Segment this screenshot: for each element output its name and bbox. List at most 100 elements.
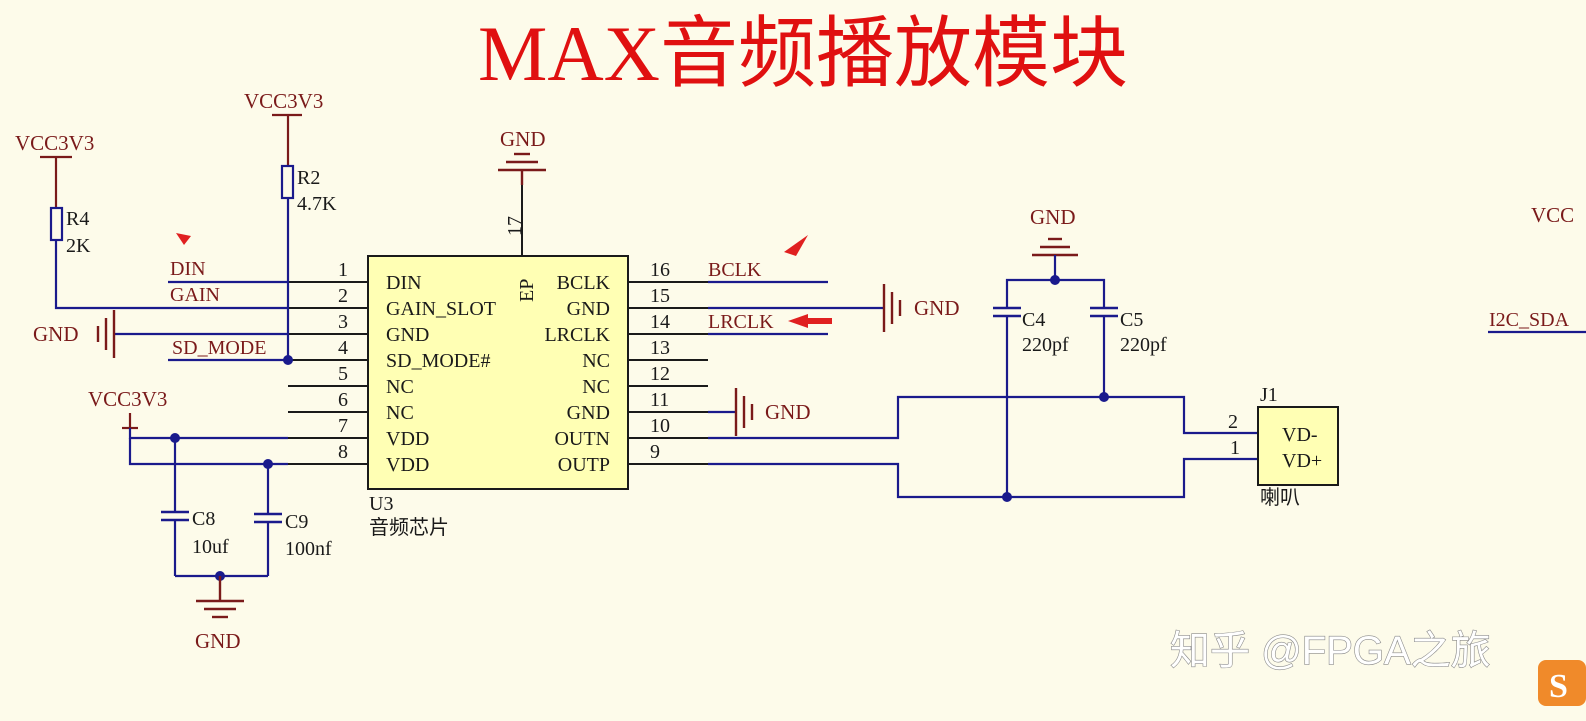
u3-designator: U3 (369, 493, 393, 515)
pin-10-number: 10 (650, 415, 670, 437)
pin-9-number: 9 (650, 441, 660, 463)
u3-chip-body (367, 255, 629, 490)
pin-15-number: 15 (650, 285, 670, 307)
gnd-label-pin3: GND (33, 322, 79, 346)
pin-9-name: OUTP (558, 454, 610, 476)
c4-ref: C4 (1022, 309, 1045, 331)
u3-right-pin-lines (628, 281, 708, 465)
c8-value: 10uf (192, 536, 229, 558)
net-label-bclk: BCLK (708, 259, 762, 281)
pin-16-number: 16 (650, 259, 670, 281)
j1-pin-vd-minus: VD- (1282, 424, 1318, 446)
capacitor-c9 (254, 512, 282, 524)
u3-left-pin-lines (288, 281, 368, 465)
net-label-i2c-sda: I2C_SDA (1489, 309, 1570, 331)
pin-11-name: GND (567, 402, 610, 424)
gnd-symbol-c4c5 (1032, 237, 1078, 257)
pin-16-name: BCLK (557, 272, 611, 294)
gnd-symbol-pin15 (882, 284, 902, 332)
arrow-marker-din (176, 233, 191, 245)
gnd-label-pin15: GND (914, 296, 960, 320)
r4-ref: R4 (66, 208, 89, 230)
gnd-symbol-caps (196, 576, 244, 619)
wire-r4-to-gain (54, 240, 288, 310)
u3-chip-name: 音频芯片 (369, 516, 449, 539)
speaker-j1-body (1257, 406, 1339, 486)
pin-1-name: DIN (386, 272, 422, 294)
j1-name: 喇叭 (1260, 486, 1300, 509)
watermark-logo-icon (1538, 660, 1586, 706)
pin-13-number: 13 (650, 337, 670, 359)
pin-4-number: 4 (338, 337, 348, 359)
pin-7-number: 7 (338, 415, 348, 437)
gnd-symbol-pin3 (96, 310, 116, 358)
capacitor-c5 (1090, 306, 1118, 318)
pin-14-number: 14 (650, 311, 670, 333)
pin-ep-name: EP (516, 279, 538, 302)
wire-outn (708, 395, 1258, 440)
c4-value: 220pf (1022, 334, 1069, 356)
pin-4-name: SD_MODE# (386, 350, 490, 372)
c5-value: 220pf (1120, 334, 1167, 356)
c9-value: 100nf (285, 538, 332, 560)
pin-13-name: NC (582, 350, 610, 372)
net-label-lrclk: LRCLK (708, 311, 774, 333)
j1-ref: J1 (1260, 384, 1278, 406)
capacitor-c8 (161, 510, 189, 522)
pin-7-name: VDD (386, 428, 429, 450)
pin-8-number: 8 (338, 441, 348, 463)
gnd-symbol-pin11 (734, 388, 754, 436)
junction-c5-outn (1099, 392, 1109, 402)
wire-vdd-pin7 (128, 428, 288, 440)
resistor-r2 (280, 164, 295, 200)
pin-6-number: 6 (338, 389, 348, 411)
c8-ref: C8 (192, 508, 215, 530)
gnd-label-c4c5: GND (1030, 205, 1076, 229)
r4-value: 2K (66, 235, 91, 257)
schematic-title: MAX音频播放模块 (478, 10, 1128, 97)
pin-6-name: NC (386, 402, 414, 424)
pin-5-name: NC (386, 376, 414, 398)
j1-pin-vd-plus: VD+ (1282, 450, 1322, 472)
resistor-r4 (49, 206, 64, 242)
watermark-text: 知乎 @FPGA之旅 (1170, 629, 1491, 673)
net-label-gain: GAIN (170, 284, 220, 306)
junction-c4c5-top (1050, 275, 1060, 285)
junction-c4-outp (1002, 492, 1012, 502)
pin-15-name: GND (567, 298, 610, 320)
pin-5-number: 5 (338, 363, 348, 385)
pin-11-number: 11 (650, 389, 669, 411)
gnd-symbol-ep (498, 152, 546, 185)
capacitor-c4 (993, 306, 1021, 318)
pin-8-name: VDD (386, 454, 429, 476)
net-label-sd-mode: SD_MODE (172, 337, 266, 359)
vcc-label-r4: VCC3V3 (15, 131, 94, 155)
r2-value: 4.7K (297, 193, 337, 215)
pin-2-number: 2 (338, 285, 348, 307)
pin-17-number: 17 (504, 216, 526, 236)
vcc-label-r2: VCC3V3 (244, 89, 323, 113)
r2-ref: R2 (297, 167, 320, 189)
vcc-label-vdd: VCC3V3 (88, 387, 167, 411)
net-label-din: DIN (170, 258, 206, 280)
pin-12-name: NC (582, 376, 610, 398)
pin-10-name: OUTN (554, 428, 610, 450)
gnd-label-pin11: GND (765, 400, 811, 424)
watermark-logo-glyph: S (1549, 668, 1568, 705)
c9-ref: C9 (285, 511, 308, 533)
pin-3-name: GND (386, 324, 429, 346)
pin-14-name: LRCLK (544, 324, 610, 346)
wire-vdd-pin8 (128, 438, 288, 466)
pin-12-number: 12 (650, 363, 670, 385)
arrow-marker-lrclk (788, 314, 832, 328)
gnd-label-ep: GND (500, 127, 546, 151)
arrow-marker-bclk (784, 235, 808, 256)
j1-pin1-number: 1 (1230, 437, 1240, 459)
pin-2-name: GAIN_SLOT (386, 298, 496, 320)
j1-pin2-number: 2 (1228, 411, 1238, 433)
pin-1-number: 1 (338, 259, 348, 281)
gnd-label-caps: GND (195, 629, 241, 653)
pin-3-number: 3 (338, 311, 348, 333)
vcc-label-cut: VCC (1531, 203, 1574, 227)
